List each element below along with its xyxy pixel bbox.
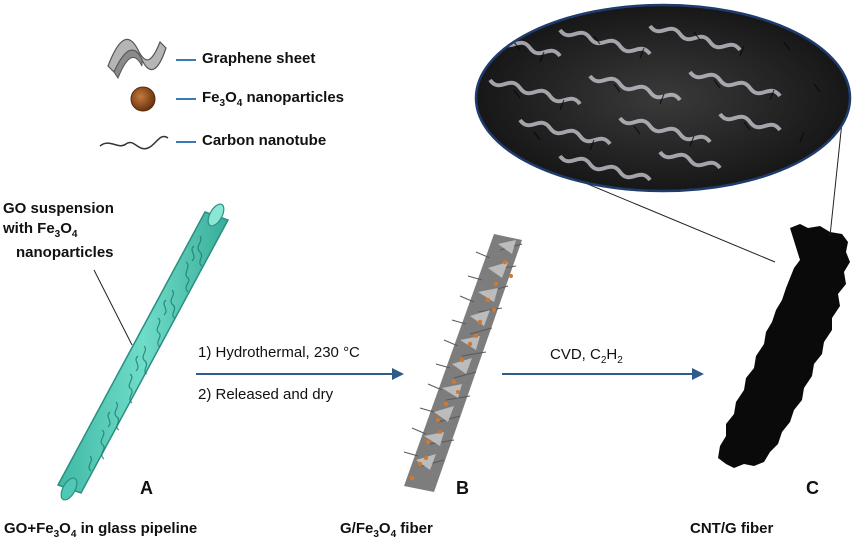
step-cvd: CVD, C2H2 xyxy=(550,346,623,366)
panel-label-a: A xyxy=(140,478,153,498)
graphene-fe3o4-fiber xyxy=(403,234,523,492)
arrow-a-to-b xyxy=(196,368,404,380)
legend-label-graphene: Graphene sheet xyxy=(202,50,316,67)
cnt-graphene-fiber xyxy=(718,224,850,468)
annotation-line-3: nanoparticles xyxy=(16,244,114,261)
magnifier-leader-right xyxy=(829,121,843,237)
panel-label-b: B xyxy=(456,478,469,498)
caption-b: G/Fe3O4 fiber xyxy=(340,520,433,540)
annotation-line-2: with Fe3O4 xyxy=(3,220,78,240)
carbon-nanotube-icon xyxy=(99,135,169,150)
step-hydrothermal: 1) Hydrothermal, 230 °C xyxy=(198,344,360,361)
graphene-sheet-icon xyxy=(107,38,167,80)
nanoparticle-icon xyxy=(130,86,156,112)
annotation-leader-line xyxy=(93,269,133,346)
step-released-dry: 2) Released and dry xyxy=(198,386,334,403)
caption-c: CNT/G fiber xyxy=(690,520,774,537)
magnified-cnt-view xyxy=(474,3,852,193)
glass-pipeline xyxy=(56,203,230,501)
legend-label-nanotube: Carbon nanotube xyxy=(202,132,327,149)
arrow-b-to-c xyxy=(502,368,704,380)
annotation-line-1: GO suspension xyxy=(3,200,114,217)
panel-label-c: C xyxy=(806,478,819,498)
legend-label-nanoparticles: Fe3O4 nanoparticles xyxy=(202,89,345,109)
caption-a: GO+Fe3O4 in glass pipeline xyxy=(4,520,198,540)
